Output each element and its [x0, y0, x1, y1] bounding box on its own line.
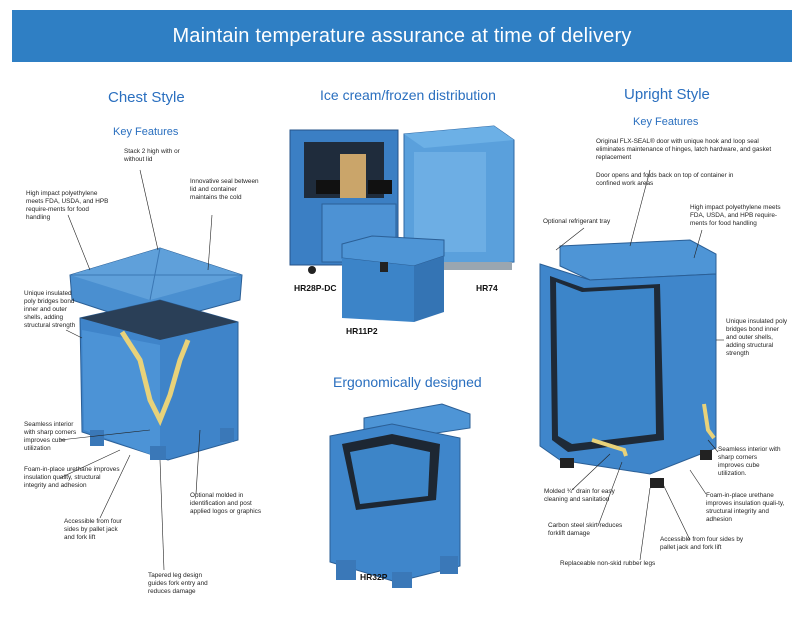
upright-callout-rubber-legs: Replaceable non-skid rubber legs [560, 560, 656, 567]
chest-callout-poly-bridges: Unique insulated poly bridges bond inner… [24, 290, 76, 329]
upright-callout-polyethylene: High impact polyethylene meets FDA, USDA… [690, 204, 781, 227]
ice-cream-title: Ice cream/frozen distribution [320, 87, 496, 103]
chest-callout-seal: Innovative seal between lid and containe… [190, 178, 259, 201]
chest-body-image [79, 299, 239, 461]
hr74-image [403, 125, 515, 271]
upright-callout-door-folds: Door opens and folds back on top of cont… [596, 172, 734, 187]
ergonomic-title: Ergonomically designed [333, 374, 482, 390]
upright-leader-lines [555, 169, 724, 561]
upright-key-features: Key Features [633, 116, 699, 128]
hr11p2-image [341, 235, 445, 322]
chest-callout-polyethylene: High impact polyethylene meets FDA, USDA… [26, 190, 109, 221]
chest-callout-seamless: Seamless interior with sharp corners imp… [24, 421, 77, 452]
chest-leader-lines [59, 169, 213, 571]
model-hr32p: HR32P [360, 572, 388, 582]
chest-callout-foam: Foam-in-place urethane improves insulati… [24, 466, 120, 489]
banner-title: Maintain temperature assurance at time o… [172, 24, 632, 47]
model-hr28p-dc: HR28P-DC [294, 283, 337, 293]
upright-callout-flx-seal: Original FLX-SEAL® door with unique hook… [596, 138, 772, 161]
model-hr11p2: HR11P2 [346, 326, 378, 336]
hr28p-dc-image [289, 129, 399, 274]
upright-container-image [539, 239, 717, 488]
model-hr74: HR74 [476, 283, 498, 293]
upright-callout-drain: Molded ¾" drain for easy cleaning and sa… [544, 488, 615, 503]
upright-callout-accessible: Accessible from four sides by pallet jac… [660, 536, 744, 551]
upright-callout-steel-skirt: Carbon steel skirt reduces forklift dama… [548, 522, 623, 537]
hr32p-image [329, 403, 471, 588]
chest-callout-accessible: Accessible from four sides by pallet jac… [64, 518, 122, 541]
chest-callout-stack: Stack 2 high with or without lid [124, 148, 180, 163]
upright-callout-refrigerant-tray: Optional refrigerant tray [543, 218, 611, 225]
upright-callout-poly-bridges: Unique insulated poly bridges bond inner… [726, 318, 788, 357]
chest-style-title: Chest Style [108, 89, 185, 106]
upright-callout-foam: Foam-in-place urethane improves insulati… [706, 492, 785, 523]
header-banner: Maintain temperature assurance at time o… [12, 10, 792, 62]
chest-key-features: Key Features [113, 126, 179, 138]
chest-lid-image [69, 247, 243, 326]
upright-callout-seamless: Seamless interior with sharp corners imp… [718, 446, 781, 477]
chest-callout-molded-id: Optional molded in identification and po… [190, 492, 262, 515]
chest-callout-tapered-leg: Tapered leg design guides fork entry and… [148, 572, 208, 595]
upright-style-title: Upright Style [624, 86, 710, 103]
